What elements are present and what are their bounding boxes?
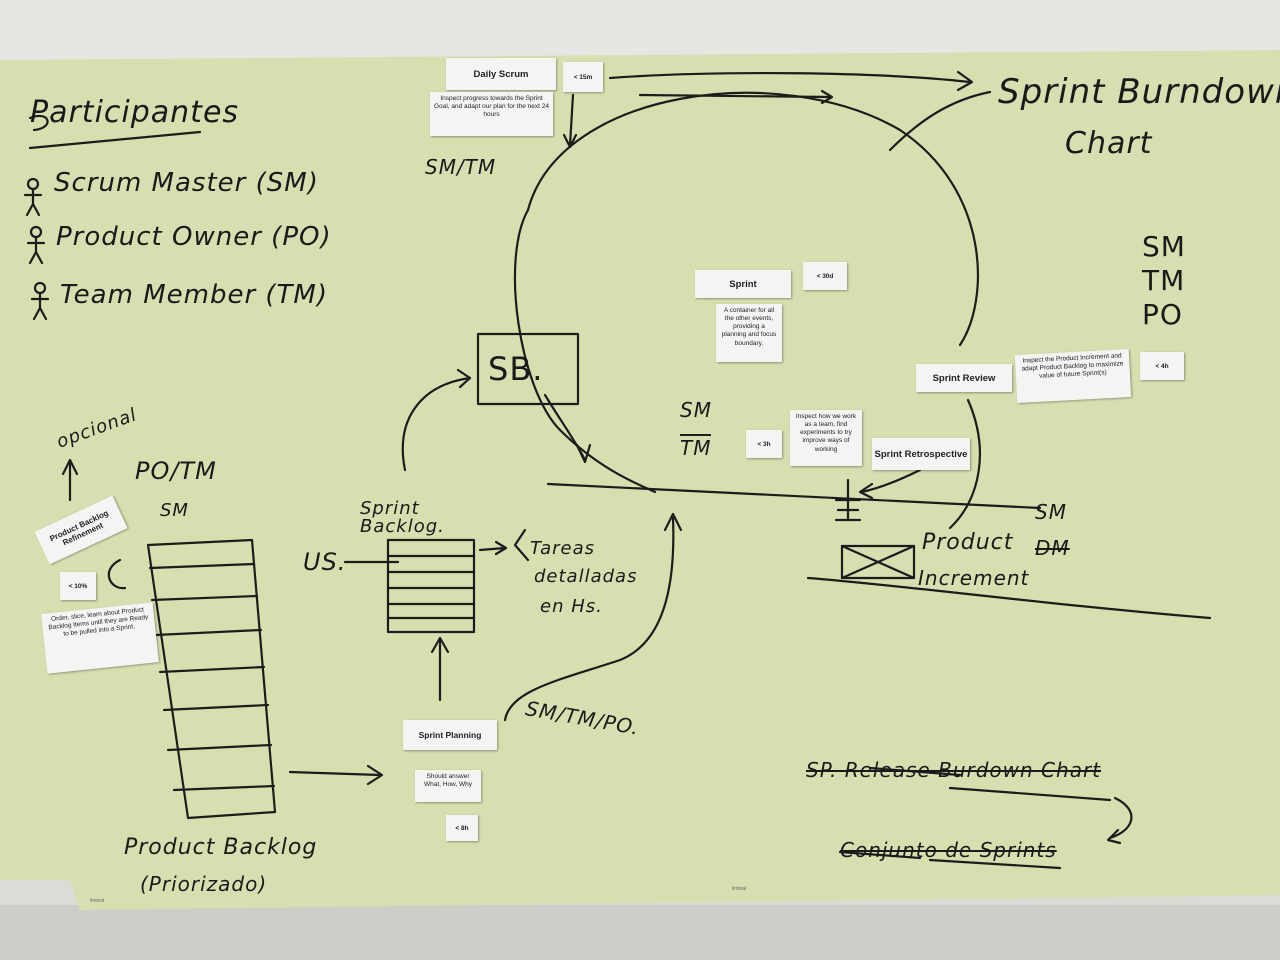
conjunto-sprints-note: Conjunto de Sprints <box>840 838 1057 862</box>
sm-note-left: SM <box>160 500 189 521</box>
dm-increment: DM <box>1035 536 1070 560</box>
retrospective-card: Sprint Retrospective <box>872 438 970 470</box>
product-increment-line-1: Product <box>922 530 1014 555</box>
daily-scrum-card: Daily Scrum <box>446 58 556 90</box>
role-tm-right: TM <box>1142 264 1186 297</box>
tareas-line-2: detalladas <box>534 566 638 587</box>
participant-team-member: Team Member (TM) <box>60 280 329 310</box>
sprint-planning-time-card: < 8h <box>446 815 478 841</box>
scrum-master-figure <box>23 177 43 217</box>
sprint-planning-card: Sprint Planning <box>403 720 497 750</box>
refinement-time-card: < 10% <box>60 572 96 600</box>
sprint-review-desc-card: Inspect the Product Increment and adapt … <box>1014 349 1132 403</box>
increment-box <box>840 544 916 580</box>
sprint-review-time-card: < 4h <box>1140 352 1184 380</box>
burndown-title-line-1: Sprint Burndown <box>998 72 1280 112</box>
retrospective-time-card: < 3h <box>746 430 782 458</box>
sprint-card: Sprint <box>695 270 791 298</box>
tareas-line-3: en Hs. <box>540 596 603 617</box>
sprint-time-card: < 30d <box>803 262 847 290</box>
refinement-desc-card: Order, slice, learn about Product Backlo… <box>41 602 159 674</box>
product-increment-line-2: Increment <box>918 566 1030 590</box>
tareas-line-1: Tareas <box>530 538 596 559</box>
daily-scrum-time-card: < 15m <box>563 62 603 92</box>
tm-retro: TM <box>680 434 712 460</box>
liminal-logo-center: liminal <box>732 886 747 892</box>
retrospective-desc-card: Inspect how we work as a team, find expe… <box>790 410 862 466</box>
sprint-loop-left <box>513 208 657 494</box>
product-backlog-subtitle: (Priorizado) <box>140 872 268 896</box>
product-backlog-title: Product Backlog <box>124 835 318 860</box>
burndown-title-line-2: Chart <box>1065 126 1153 161</box>
sprint-desc-card: A container for all the other events, pr… <box>716 304 782 362</box>
po-tm-note: PO/TM <box>135 457 217 485</box>
sm-increment: SM <box>1035 500 1067 524</box>
us-label: US. <box>303 548 347 576</box>
role-po-right: PO <box>1142 298 1183 331</box>
sprint-backlog-label: Sprint Backlog. <box>360 498 445 537</box>
daily-scrum-desc-card: Inspect progress towards the Sprint Goal… <box>430 92 553 136</box>
team-member-figure <box>30 281 50 321</box>
role-sm-right: SM <box>1142 230 1186 263</box>
sprint-planning-desc-card: Should answer What, How, Why <box>415 770 481 802</box>
release-burndown-note: SP. Release Burdown Chart <box>806 758 1102 782</box>
sprint-review-card: Sprint Review <box>916 364 1012 392</box>
sprint-backlog-grid <box>386 538 476 634</box>
participant-scrum-master: Scrum Master (SM) <box>54 168 319 198</box>
participants-title: Participantes <box>30 95 240 130</box>
sprint-loop-top <box>526 91 980 347</box>
liminal-logo-left: liminal <box>90 898 105 904</box>
sprint-backlog-box <box>476 332 580 406</box>
sm-retro: SM <box>680 398 712 422</box>
sm-tm-daily: SM/TM <box>425 155 497 179</box>
product-backlog-list <box>146 538 277 820</box>
product-owner-figure <box>26 225 46 265</box>
sb-label: SB. <box>488 350 544 388</box>
participant-product-owner: Product Owner (PO) <box>56 222 332 252</box>
